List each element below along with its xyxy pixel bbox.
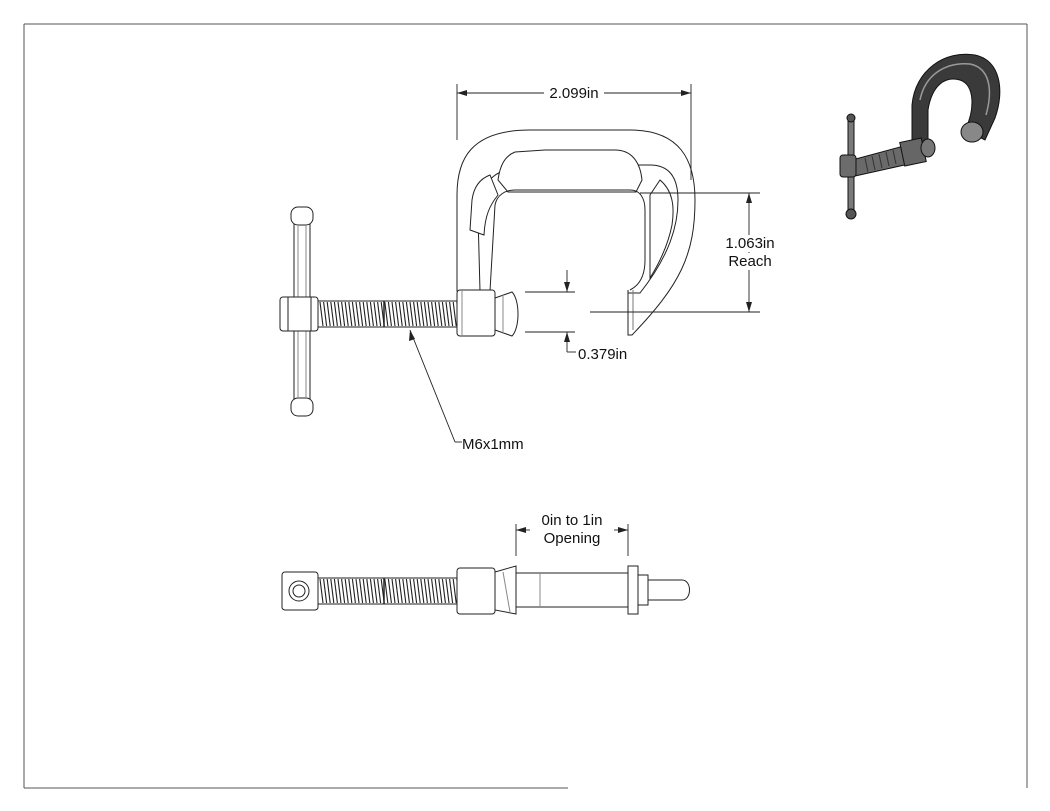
thread-line [434,578,439,604]
thread-line [362,301,367,327]
thread-line [420,578,425,604]
thread-line [402,578,407,604]
thread-callout-label: M6x1mm [462,436,532,453]
thread-line [341,578,346,604]
thread-line [427,578,432,604]
thread-line [330,301,335,327]
thread-line [445,578,450,604]
thread-line [441,578,446,604]
thread-line [452,301,457,327]
thread-line [391,578,396,604]
thread-line [423,301,428,327]
thread-line [423,578,428,604]
top-frame-body [515,572,629,608]
thread-line [452,578,457,604]
thread-line [377,578,382,604]
frame-throat [489,189,646,292]
thread-line [359,578,364,604]
thread-line [427,301,432,327]
reach-dimension-label: Reach [722,253,778,270]
frame-left-cutout [469,174,499,236]
thread-line [384,578,389,604]
thread-line [369,301,374,327]
thread-line [333,301,338,327]
opening-label: Opening [532,530,612,547]
threaded-screw [317,300,461,328]
thread-line [438,578,443,604]
thread-line [337,578,342,604]
top-swivel-pad [456,567,496,615]
dimension-arrows [409,90,752,533]
thread-line [409,578,414,604]
thread-line [319,578,324,604]
thread-line [384,301,389,327]
thread-line [413,301,418,327]
opening-range-label: 0in to 1in [532,512,612,529]
thread-line [351,301,356,327]
thread-line [416,301,421,327]
thread-line [373,301,378,327]
thread-line [362,578,367,604]
thread-line [395,578,400,604]
clamp-top-view [281,565,690,615]
thread-line [369,578,374,604]
thread-line [402,301,407,327]
thread-line [344,578,349,604]
thread-line [416,578,421,604]
thread-line [413,578,418,604]
thread-line [449,301,454,327]
width-dimension-label: 2.099in [544,85,604,102]
isometric-view [839,53,1001,220]
thread-line [355,301,360,327]
thread-line [319,301,324,327]
thread-line [359,301,364,327]
thread-line [355,578,360,604]
thread-line [420,301,425,327]
thread-line [344,301,349,327]
thread-line [377,301,382,327]
thread-line [326,301,331,327]
thread-line [398,301,403,327]
thread-line [391,301,396,327]
thread-line [333,578,338,604]
thread-line [434,301,439,327]
thread-line [431,578,436,604]
swivel-pad [456,289,519,337]
thread-line [348,578,353,604]
frame-right-cutout [649,179,674,280]
thread-line [398,578,403,604]
thread-line [348,301,353,327]
thread-line [323,301,328,327]
jaw-dimension-label: 0.379in [578,346,638,363]
thread-line [441,301,446,327]
thread-line [449,578,454,604]
thread-line [438,301,443,327]
thread-line [366,301,371,327]
thread-line [351,578,356,604]
thread-line [387,578,392,604]
frame-inner-cutout [497,149,643,193]
thread-line [337,301,342,327]
thread-line [366,578,371,604]
clamp-front-view [279,129,696,417]
thread-line [373,578,378,604]
thread-line [409,301,414,327]
thread-line [326,578,331,604]
thread-line [341,301,346,327]
sheet-border [23,23,1028,789]
reach-dimension-value: 1.063in [722,235,778,252]
t-handle [279,206,319,417]
thread-line [405,301,410,327]
thread-line [405,578,410,604]
thread-line [387,301,392,327]
thread-line [395,301,400,327]
thread-line [330,578,335,604]
thread-line [431,301,436,327]
thread-line [323,578,328,604]
thread-line [445,301,450,327]
